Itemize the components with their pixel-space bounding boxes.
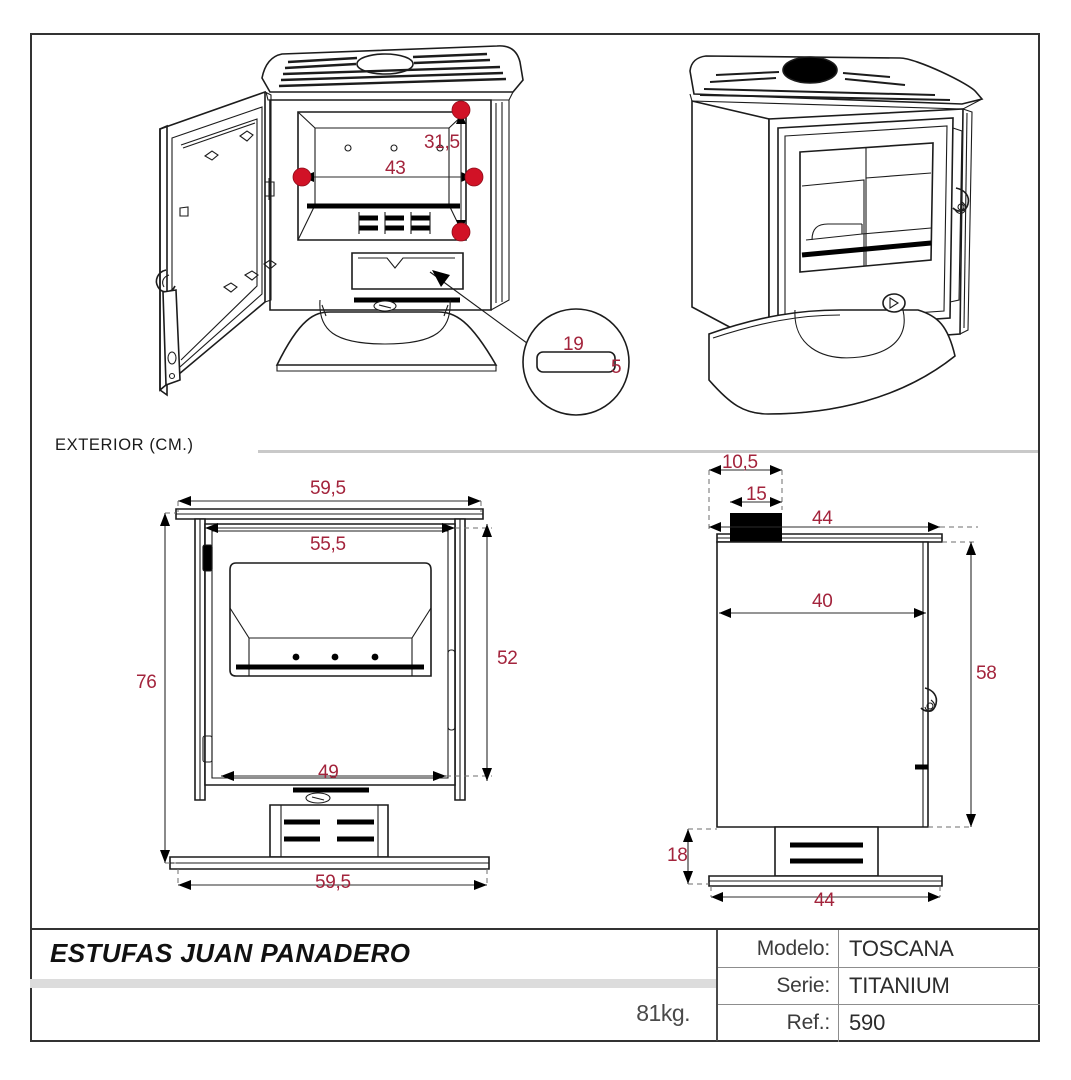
value-ref: 590 [838, 1004, 1040, 1042]
open-door-panel [155, 90, 277, 397]
dim-side-base-height: 18 [667, 845, 688, 866]
title-block-left: ESTUFAS JUAN PANADERO 81kg. [30, 930, 716, 1041]
label-modelo: Modelo: [756, 936, 831, 960]
dim-detail-slot-width: 19 [563, 334, 584, 355]
side-outline [708, 513, 943, 887]
company-name: ESTUFAS JUAN PANADERO [50, 938, 411, 968]
front-outline [169, 508, 490, 870]
dim-side-body-depth: 40 [812, 591, 833, 612]
value-modelo: TOSCANA [838, 930, 1040, 967]
dimension-lines-opening [292, 100, 484, 242]
label-ref: Ref.: [786, 1011, 831, 1034]
title-block-accent-band [30, 979, 716, 988]
dim-front-top-width: 59,5 [310, 478, 346, 499]
dim-front-body-height: 52 [497, 648, 518, 669]
title-block-right: Modelo: TOSCANA Serie: TITANIUM Ref.: 59… [716, 930, 1040, 1042]
dim-firebox-height: 31,5 [424, 132, 460, 153]
title-block-row-modelo: Modelo: TOSCANA [718, 930, 1040, 967]
dim-firebox-width: 43 [385, 158, 406, 179]
title-block-row-serie: Serie: TITANIUM [718, 967, 1040, 1005]
dim-front-base-width: 59,5 [315, 872, 351, 893]
stove-body-open [269, 99, 510, 372]
stove-body-closed [691, 99, 973, 415]
dim-side-flue-diameter: 15 [746, 484, 767, 505]
dim-side-base-depth: 44 [814, 890, 835, 911]
dim-side-top-depth: 44 [812, 508, 833, 529]
air-inlet-detail-callout [429, 270, 630, 416]
dim-front-door-width: 49 [318, 762, 339, 783]
title-block: ESTUFAS JUAN PANADERO 81kg. Modelo: TOSC… [30, 928, 1040, 1042]
side-dimension-lines [683, 465, 978, 902]
product-weight: 81kg. [636, 1000, 690, 1026]
front-dimension-lines [160, 496, 492, 890]
section-divider [258, 450, 1038, 453]
dim-side-flue-offset: 10,5 [722, 452, 758, 473]
units-label: EXTERIOR (CM.) [55, 436, 194, 454]
dim-front-body-width: 55,5 [310, 534, 346, 555]
title-block-row-ref: Ref.: 590 [718, 1004, 1040, 1042]
stove-top-plate-closed [689, 55, 984, 110]
label-serie: Serie: [776, 974, 830, 997]
value-serie: TITANIUM [838, 967, 1040, 1005]
dim-detail-slot-height: 5 [611, 357, 622, 378]
dim-side-body-height: 58 [976, 663, 997, 684]
dim-front-overall-height: 76 [136, 672, 157, 693]
